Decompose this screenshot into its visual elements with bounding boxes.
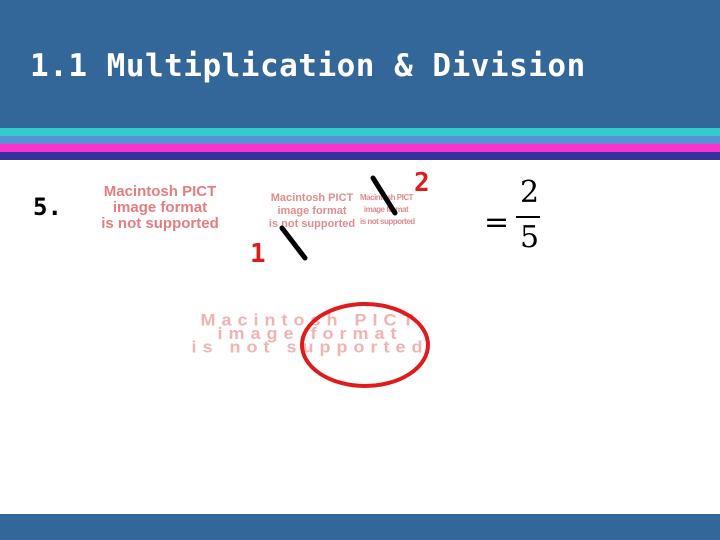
- pict-placeholder-large: Macintosh PICT image format is not suppo…: [80, 311, 540, 357]
- cancel-slash-two: [370, 175, 398, 216]
- placeholder-line: image format: [217, 324, 403, 343]
- placeholder-line: is not supported: [101, 215, 219, 232]
- placeholder-line: is not supported: [360, 217, 415, 226]
- placeholder-line: image format: [277, 205, 347, 217]
- placeholder-line: is not supported: [191, 338, 429, 357]
- problem-number: 5.: [33, 193, 62, 221]
- placeholder-line: Macintosh PICT: [103, 183, 217, 200]
- slide-title: 1.1 Multiplication & Division: [30, 48, 586, 84]
- header-stripe-navy: [0, 152, 720, 160]
- placeholder-line: Macintosh PICT: [270, 192, 354, 204]
- highlight-circle: [300, 302, 430, 388]
- placeholder-line: is not supported: [268, 218, 356, 230]
- placeholder-line: image format: [363, 205, 409, 214]
- fraction-denominator: 5: [520, 220, 540, 255]
- fraction-numerator: 2: [520, 175, 540, 210]
- slide-footer: [0, 514, 720, 540]
- header-stripe-blue: [0, 136, 720, 144]
- equals-sign: =: [484, 205, 510, 240]
- annotation-number-two: 2: [414, 168, 430, 198]
- header-stripe-magenta: [0, 144, 720, 152]
- annotation-number-one: 1: [250, 239, 266, 269]
- slide-header: 1.1 Multiplication & Division: [0, 0, 720, 128]
- cancel-slash-one: [279, 225, 308, 261]
- placeholder-line: Macintosh PICT: [200, 311, 420, 330]
- header-stripe-teal: [0, 128, 720, 136]
- pict-placeholder-2: Macintosh PICT image format is not suppo…: [262, 192, 362, 231]
- pict-placeholder-1: Macintosh PICT image format is not suppo…: [70, 184, 250, 232]
- placeholder-line: image format: [112, 199, 208, 216]
- fraction-bar: [516, 216, 540, 218]
